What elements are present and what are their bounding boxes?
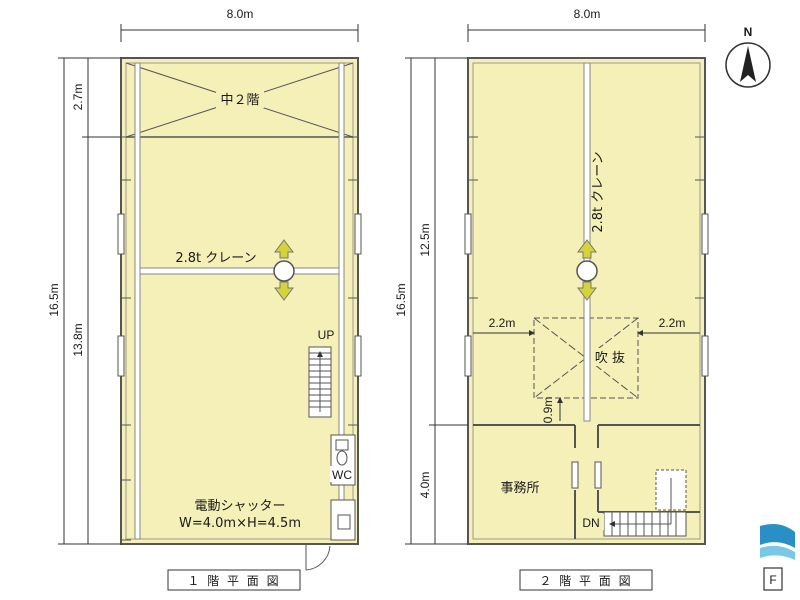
floor2-void-label: 吹 抜 xyxy=(595,350,625,366)
floor1-caption: １ 階 平 面 図 xyxy=(187,573,280,588)
floor1-windows xyxy=(117,213,362,377)
floor1-caption-box xyxy=(167,569,301,591)
north-arrow-icon xyxy=(740,46,756,82)
floor2-office-label: 事務所 xyxy=(500,481,539,496)
floor1-width-label: 8.0m xyxy=(227,7,254,21)
floor1-shutter-label-1: 電動シャッター xyxy=(194,499,285,514)
floor1-lower-height-label: 13.8m xyxy=(71,323,85,356)
floor1-shutter-label-2: W=4.0m×H=4.5m xyxy=(179,516,301,531)
floor2-height-dimensions xyxy=(405,57,468,545)
floor1-width-dimension xyxy=(120,24,359,42)
floor2-caption-box xyxy=(519,569,653,591)
floor1-plan: 8.0m 中２階 xyxy=(47,7,362,591)
floor-badge-label: F xyxy=(769,573,776,587)
floor2-left-gap-label: 2.2m xyxy=(489,316,516,330)
floor1-total-height-label: 16.5m xyxy=(47,283,61,316)
floor1-mezz-label-bg xyxy=(216,90,264,108)
floor1-outline xyxy=(120,57,359,545)
floor2-void-label-bg xyxy=(590,348,630,366)
floor1-crane-label-bg xyxy=(172,249,260,267)
floor2-crane-hoist xyxy=(576,260,598,282)
floor2-wall-ticks xyxy=(468,136,705,299)
floor2-crane-label: 2.8t クレーン xyxy=(591,151,606,232)
floor2-void-gap-label: 0.9m xyxy=(541,397,555,424)
floor2-stair-label: DN xyxy=(582,516,599,530)
floor2-stair xyxy=(603,469,687,537)
floor2-width-label: 8.0m xyxy=(574,7,601,21)
floor2-upper-height-label: 12.5m xyxy=(418,223,432,256)
floor2-crane-arrows xyxy=(577,239,597,301)
floor2-caption: ２ 階 平 面 図 xyxy=(539,573,632,588)
wave-logo-accent xyxy=(760,545,795,560)
floor1-stair xyxy=(308,346,332,418)
floor2-stair-label-bg xyxy=(580,514,604,530)
brand-logo: F xyxy=(760,524,795,591)
floor2-lower-height-label: 4.0m xyxy=(418,472,432,499)
floor1-mezz-height-label: 2.7m xyxy=(71,84,85,111)
floor2-total-height-label: 16.5m xyxy=(394,283,408,316)
floor1-entry-door xyxy=(305,544,331,571)
floor1-inner-wall xyxy=(125,62,354,540)
floor2-doors xyxy=(571,461,602,489)
floor-badge-box xyxy=(763,567,783,591)
floor2-plan: 8.0m 吹 抜 xyxy=(394,7,709,591)
floor1-wc-label: WC xyxy=(332,468,352,482)
floor2-gap-dimensions xyxy=(473,330,700,421)
floor1-height-dimensions xyxy=(58,57,121,545)
floor2-right-gap-label: 2.2m xyxy=(659,316,686,330)
floor1-crane-label: 2.8t クレーン xyxy=(175,251,256,266)
compass: N xyxy=(725,25,771,88)
floor2-windows xyxy=(464,213,709,377)
compass-label: N xyxy=(744,25,753,39)
floor2-width-dimension xyxy=(467,24,706,42)
wave-logo-icon xyxy=(760,524,795,548)
floor1-stair-label: UP xyxy=(318,328,335,342)
floor1-wc-label-bg xyxy=(330,466,354,482)
floor1-crane-hoist xyxy=(273,260,295,282)
floor1-crane-beam xyxy=(139,267,340,275)
floor1-crane-arrows xyxy=(274,239,294,301)
floor1-mezz-label: 中２階 xyxy=(220,93,259,108)
